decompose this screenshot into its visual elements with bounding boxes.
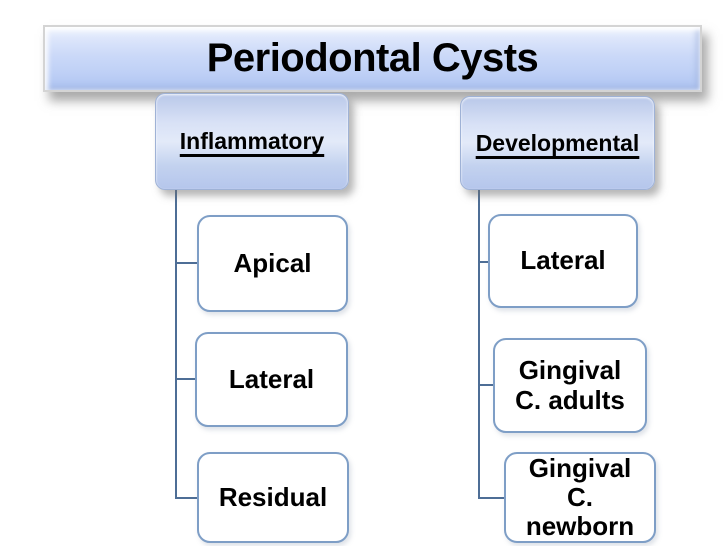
leaf-box-lateral-developmental: Lateral: [488, 214, 638, 308]
branch-label-developmental: Developmental: [475, 129, 640, 156]
branch-label-inflammatory: Inflammatory: [179, 128, 325, 154]
leaf-box-gingival-adults: Gingival C. adults: [493, 338, 647, 433]
branch-box-inflammatory: Inflammatory: [155, 93, 349, 190]
diagram-title: Periodontal Cysts: [206, 36, 539, 80]
connector-stub-lateral-right: [478, 261, 488, 263]
connector-trunk-inflammatory: [175, 188, 177, 499]
leaf-box-apical: Apical: [197, 215, 348, 312]
connector-trunk-developmental: [478, 188, 480, 499]
connector-stub-lateral-left: [175, 378, 195, 380]
connector-stub-residual: [175, 497, 197, 499]
leaf-box-lateral-inflammatory: Lateral: [195, 332, 348, 427]
connector-stub-gingival-newborn: [478, 497, 504, 499]
leaf-box-gingival-newborn: Gingival C. newborn: [504, 452, 656, 543]
leaf-box-residual: Residual: [197, 452, 349, 543]
connector-stub-gingival-adults: [478, 384, 493, 386]
connector-stub-apical: [175, 262, 197, 264]
branch-box-developmental: Developmental: [460, 96, 655, 190]
title-banner: Periodontal Cysts: [43, 25, 702, 92]
